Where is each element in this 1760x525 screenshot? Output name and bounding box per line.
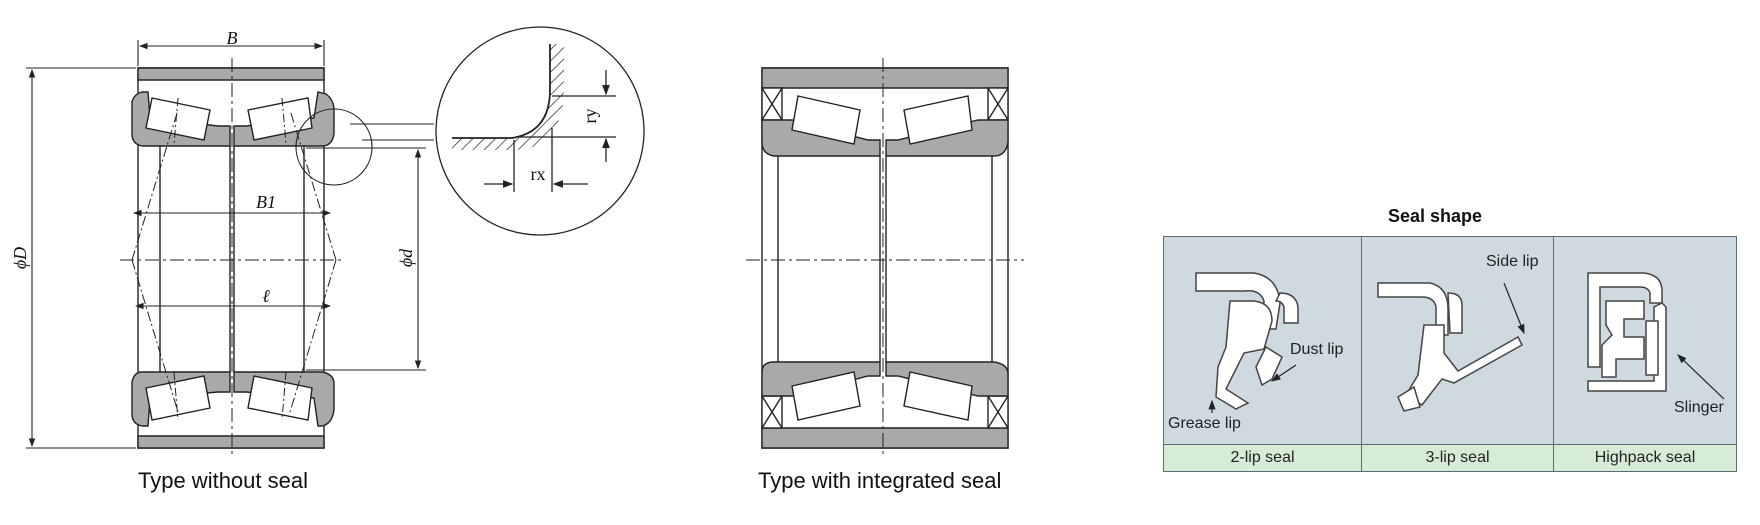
- seal-shape-table: Dust lip Grease lip Side lip Sling: [1163, 236, 1737, 472]
- dim-b-label: B: [227, 28, 238, 48]
- bearing-with-integrated-seal: [746, 58, 1024, 455]
- seal-cell-2-lip: Dust lip Grease lip: [1164, 237, 1362, 444]
- side-lip-label: Side lip: [1486, 253, 1539, 270]
- dim-bore-diameter-label: ϕd: [396, 248, 416, 267]
- seal-cell-highpack: Slinger: [1554, 237, 1736, 444]
- bearing-drawings: B ϕD ϕd B1 ℓ ry rx: [10, 26, 1024, 455]
- dim-rx-label: rx: [531, 164, 546, 184]
- seal-shape-title: Seal shape: [1388, 206, 1483, 226]
- dim-b1-label: B1: [256, 192, 276, 212]
- grease-lip-label: Grease lip: [1168, 415, 1241, 432]
- caption-type-with-integrated-seal: Type with integrated seal: [758, 468, 1002, 493]
- slinger-label: Slinger: [1674, 399, 1724, 416]
- dim-outer-diameter-label: ϕD: [10, 247, 30, 269]
- chamfer-detail-circle: [435, 26, 645, 236]
- dim-ry-label: ry: [580, 109, 600, 124]
- seal-name-2-lip: 2-lip seal: [1164, 444, 1362, 471]
- dimension-lines-left: [26, 40, 434, 449]
- caption-type-without-seal: Type without seal: [138, 468, 308, 493]
- bearing-without-seal: [120, 58, 344, 455]
- two-lip-seal-diagram: [1195, 272, 1299, 413]
- dim-l-label: ℓ: [262, 286, 270, 306]
- seal-name-highpack: Highpack seal: [1554, 444, 1736, 471]
- dust-lip-label: Dust lip: [1290, 341, 1344, 358]
- three-lip-seal-diagram: [1377, 282, 1525, 412]
- seal-name-3-lip: 3-lip seal: [1362, 444, 1554, 471]
- seal-cell-3-lip: Side lip: [1362, 237, 1554, 444]
- highpack-seal-diagram: [1587, 272, 1725, 400]
